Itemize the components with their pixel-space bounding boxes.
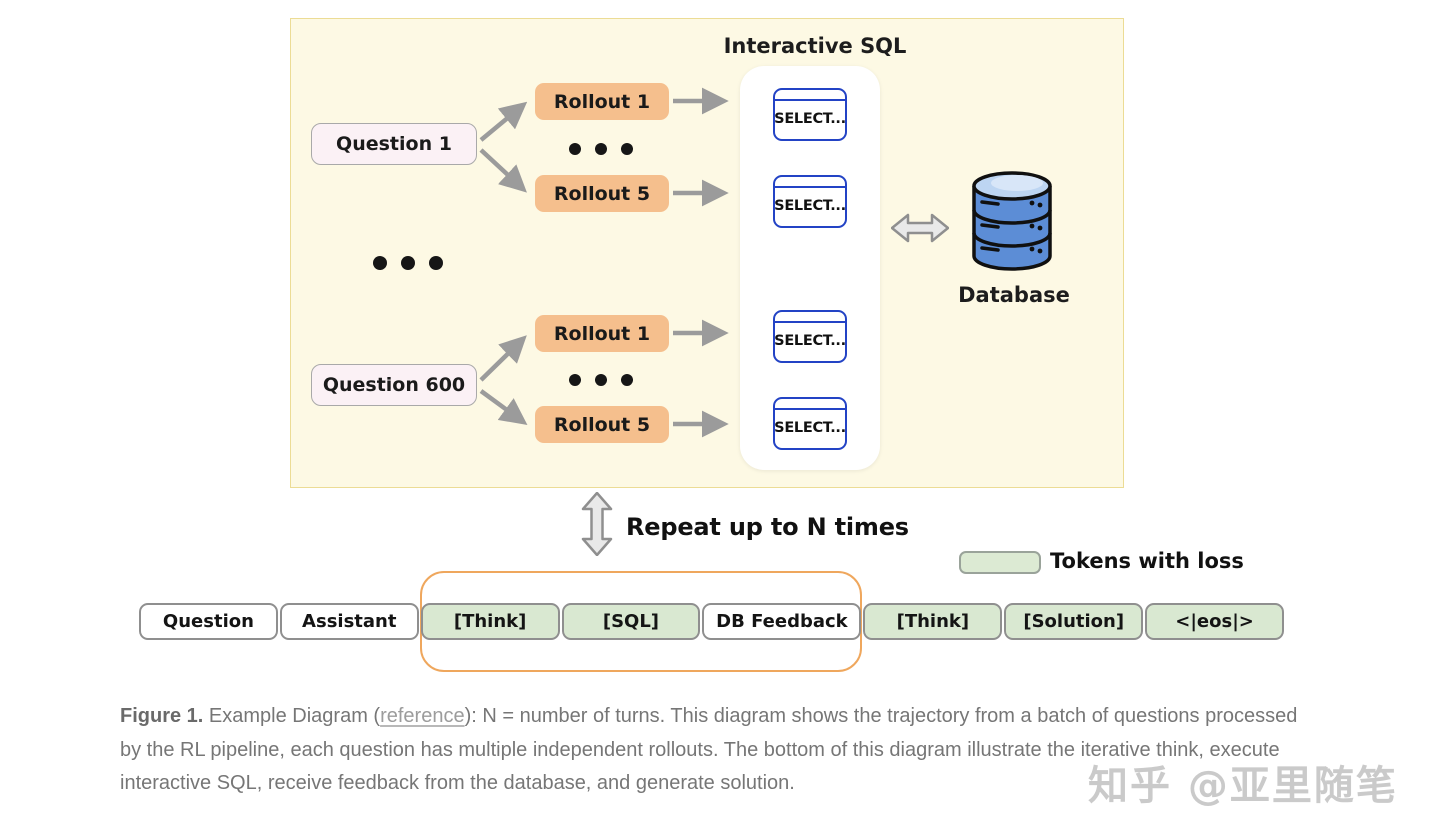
- token-eos: <|eos|>: [1145, 603, 1284, 640]
- rollout-1-box: Rollout 1: [535, 315, 669, 352]
- repeat-label: Repeat up to N times: [626, 513, 909, 541]
- repeat-arrow-icon: [581, 492, 613, 556]
- sql-window-titlebar: [775, 177, 845, 188]
- caption-text-before-link: Example Diagram (: [203, 705, 381, 727]
- rollout-ellipsis-icon: [562, 374, 640, 386]
- token-think: [Think]: [420, 603, 560, 640]
- token-think: [Think]: [863, 603, 1003, 640]
- rollout-5-box: Rollout 5: [535, 406, 669, 443]
- rollout-1-box: Rollout 1: [535, 83, 669, 120]
- sql-window-titlebar: [775, 312, 845, 323]
- bidirectional-arrow-icon: [891, 213, 949, 243]
- sql-window-titlebar: [775, 399, 845, 410]
- question-1-box: Question 1: [311, 123, 477, 165]
- sql-query-label: SELECT...: [774, 420, 846, 436]
- sql-query-icon: SELECT...: [773, 397, 847, 450]
- rollout-ellipsis-icon: [562, 143, 640, 155]
- token-db-feedback: DB Feedback: [702, 603, 862, 640]
- figure-caption: Figure 1. Example Diagram (reference): N…: [120, 700, 1312, 801]
- token-sql: [SQL]: [561, 603, 701, 640]
- sql-window-titlebar: [775, 90, 845, 101]
- tokens-with-loss-label: Tokens with loss: [1050, 549, 1244, 573]
- token-question: Question: [139, 603, 278, 640]
- token-solution: [Solution]: [1004, 603, 1144, 640]
- rollout-5-box: Rollout 5: [535, 175, 669, 212]
- token-sequence-row: Question Assistant [Think] [SQL] DB Feed…: [139, 603, 1284, 640]
- sql-query-label: SELECT...: [774, 198, 846, 214]
- database-label: Database: [958, 283, 1070, 307]
- question-600-box: Question 600: [311, 364, 477, 406]
- token-assistant: Assistant: [279, 603, 419, 640]
- interactive-sql-title: Interactive SQL: [723, 34, 907, 58]
- sql-query-icon: SELECT...: [773, 88, 847, 141]
- database-icon: [972, 171, 1052, 271]
- tokens-with-loss-swatch: [959, 551, 1041, 574]
- figure-number: Figure 1.: [120, 705, 204, 727]
- sql-query-icon: SELECT...: [773, 175, 847, 228]
- zhihu-watermark: 知乎 @亚里随笔: [1088, 763, 1398, 809]
- sql-query-label: SELECT...: [774, 111, 846, 127]
- sql-query-icon: SELECT...: [773, 310, 847, 363]
- reference-link[interactable]: reference: [380, 705, 465, 727]
- sql-query-label: SELECT...: [774, 333, 846, 349]
- caption-text-after-link: ): N = number of turns. This diagram sho…: [120, 705, 1298, 794]
- question-ellipsis-icon: [366, 256, 450, 270]
